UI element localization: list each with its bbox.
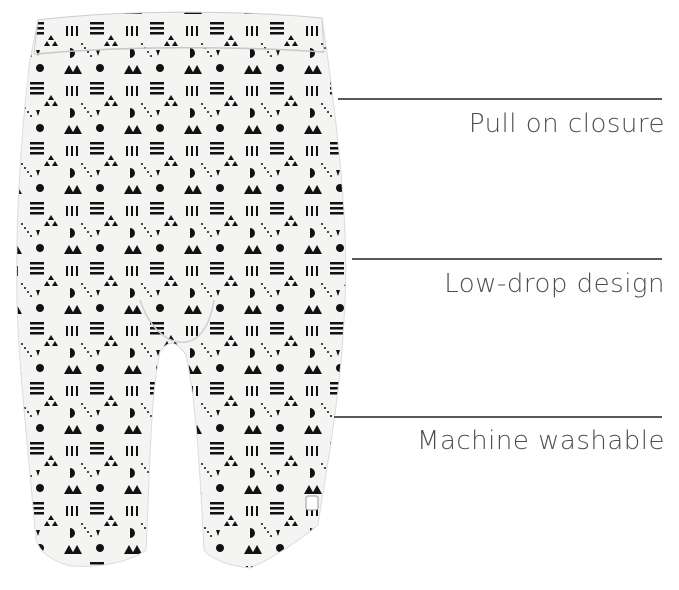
machine-washable-divider <box>334 416 662 418</box>
feature-label-pull-on-closure: Pull on closure <box>468 109 665 139</box>
feature-label-machine-washable: Machine washable <box>417 426 665 456</box>
baby-pants-image <box>16 11 347 569</box>
feature-label-low-drop-design: Low-drop design <box>444 269 665 299</box>
low-drop-design-divider <box>352 258 662 260</box>
pull-on-closure-divider <box>338 98 662 100</box>
